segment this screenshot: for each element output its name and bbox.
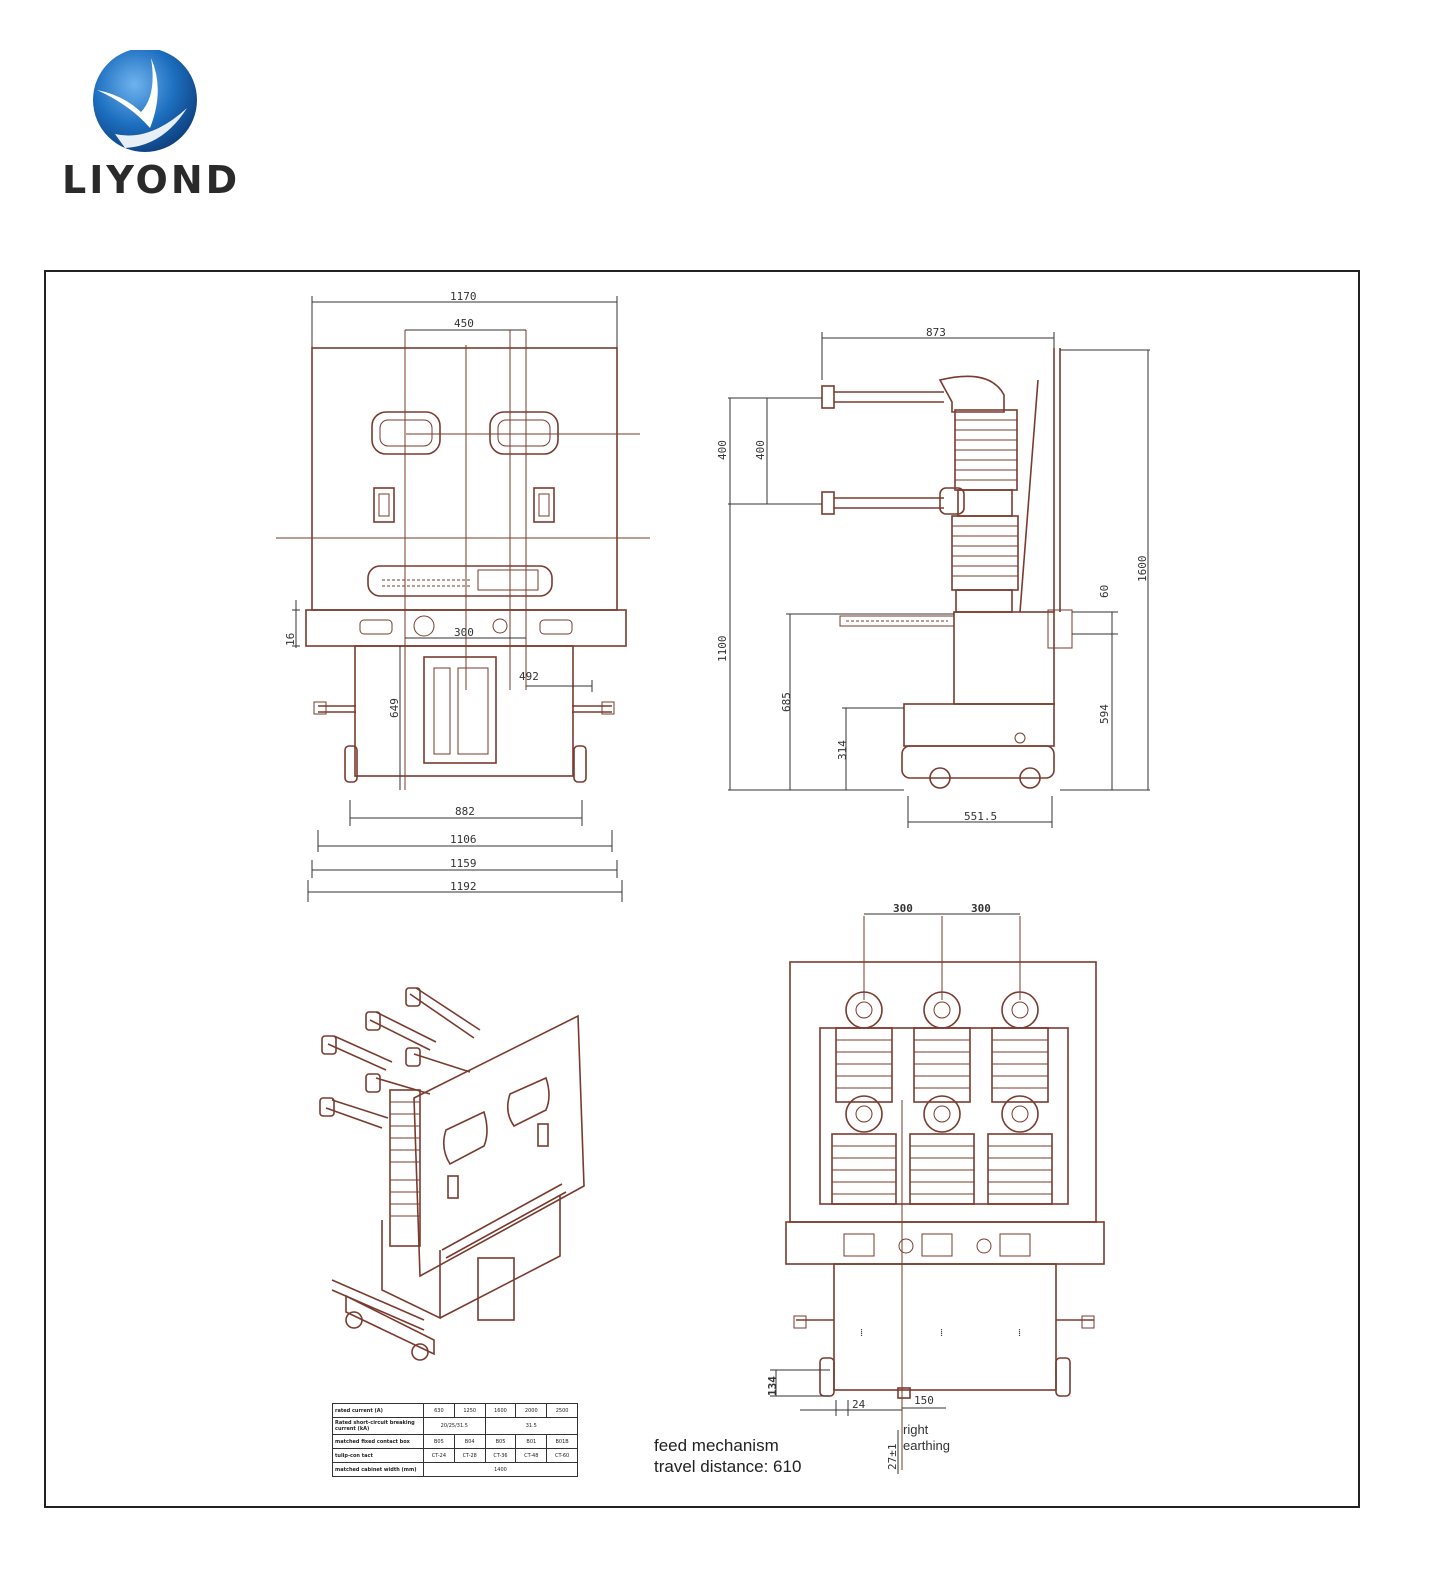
svg-text:⁞: ⁞ xyxy=(1018,1326,1021,1339)
dim-front-center: 300 xyxy=(454,626,474,639)
earthing-label-line2: earthing xyxy=(903,1438,950,1453)
table-row: Rated short-circuit breaking current (kA… xyxy=(332,1417,579,1435)
dim-front-882: 882 xyxy=(455,805,475,818)
table-cell: 1400 xyxy=(423,1462,578,1477)
table-cell: B05 xyxy=(484,1434,517,1449)
dim-rear-24: 24 xyxy=(852,1398,866,1411)
dim-front-inner: 450 xyxy=(454,317,474,330)
dim-rear-150: 150 xyxy=(914,1394,934,1407)
drawing-frame xyxy=(44,270,1360,1508)
dim-side-base: 551.5 xyxy=(964,810,997,823)
table-cell: B01 xyxy=(515,1434,548,1449)
table-cell: CT-28 xyxy=(453,1448,486,1463)
brand-wordmark: LIYOND xyxy=(62,158,241,202)
table-cell: 1600 xyxy=(484,1403,517,1418)
dim-side-314: 314 xyxy=(836,740,849,760)
dim-front-16: 16 xyxy=(284,633,297,646)
table-row: rated current (A) 630 1250 1600 2000 250… xyxy=(332,1403,578,1418)
svg-text:⁞: ⁞ xyxy=(940,1326,943,1339)
dim-side-1100: 1100 xyxy=(716,636,729,663)
dim-front-offset: 492 xyxy=(519,670,539,683)
liyond-logo-emblem xyxy=(93,50,197,152)
table-cell: B01B xyxy=(546,1434,578,1449)
rear-view: ⁞ ⁞ ⁞ 300 300 134 24 150 27±1 xyxy=(766,902,1105,1474)
dim-side-60: 60 xyxy=(1098,585,1111,598)
feed-mechanism-note: feed mechanism travel distance: 610 xyxy=(654,1435,801,1477)
dim-rear-134: 134 xyxy=(766,1376,779,1396)
table-cell: matched fixed contact box xyxy=(332,1434,424,1449)
table-cell: B04 xyxy=(453,1434,486,1449)
table-cell: CT-24 xyxy=(423,1448,455,1463)
front-view: 1170 450 300 492 882 1106 1159 1192 16 6… xyxy=(276,290,650,902)
spec-table: rated current (A) 630 1250 1600 2000 250… xyxy=(332,1403,579,1477)
table-cell: CT-36 xyxy=(484,1448,517,1463)
dim-side-685: 685 xyxy=(780,692,793,712)
table-cell: CT-48 xyxy=(515,1448,548,1463)
table-cell: 1250 xyxy=(453,1403,486,1418)
table-cell: Rated short-circuit breaking current (kA… xyxy=(332,1417,424,1435)
side-view: 873 400 400 1100 685 314 60 1600 594 551… xyxy=(716,326,1150,828)
dim-rear-pitch1: 300 xyxy=(893,902,913,915)
table-row: matched fixed contact box B05 B04 B05 B0… xyxy=(332,1434,578,1449)
table-row: matched cabinet width (mm) 1400 xyxy=(332,1462,578,1477)
feed-note-line1: feed mechanism xyxy=(654,1436,779,1455)
dim-side-1600: 1600 xyxy=(1136,556,1149,583)
feed-note-line2: travel distance: 610 xyxy=(654,1457,802,1476)
table-cell: 630 xyxy=(423,1403,455,1418)
dim-front-1159: 1159 xyxy=(450,857,477,870)
earthing-label-line1: right xyxy=(903,1422,929,1437)
earthing-label: right earthing xyxy=(903,1422,950,1454)
dim-side-400b: 400 xyxy=(754,440,767,460)
table-row: tulip-con tact CT-24 CT-28 CT-36 CT-48 C… xyxy=(332,1448,578,1463)
table-cell: CT-60 xyxy=(546,1448,578,1463)
dim-side-depth: 873 xyxy=(926,326,946,339)
isometric-view xyxy=(319,987,585,1361)
dim-front-1192: 1192 xyxy=(450,880,477,893)
dim-side-594: 594 xyxy=(1098,704,1111,724)
table-cell: 20/25/31.5 xyxy=(423,1417,486,1435)
table-cell: 2000 xyxy=(515,1403,548,1418)
table-cell: B05 xyxy=(423,1434,455,1449)
dim-front-649: 649 xyxy=(388,698,401,718)
dim-rear-pitch2: 300 xyxy=(971,902,991,915)
dim-front-top: 1170 xyxy=(450,290,477,303)
dim-front-1106: 1106 xyxy=(450,833,477,846)
table-cell: 31.5 xyxy=(484,1417,579,1435)
table-cell: tulip-con tact xyxy=(332,1448,424,1463)
dim-rear-27: 27±1 xyxy=(886,1444,899,1471)
svg-text:⁞: ⁞ xyxy=(860,1326,863,1339)
table-cell: rated current (A) xyxy=(332,1403,424,1418)
table-cell: 2500 xyxy=(546,1403,578,1418)
table-cell: matched cabinet width (mm) xyxy=(332,1462,424,1477)
dim-side-400a: 400 xyxy=(716,440,729,460)
